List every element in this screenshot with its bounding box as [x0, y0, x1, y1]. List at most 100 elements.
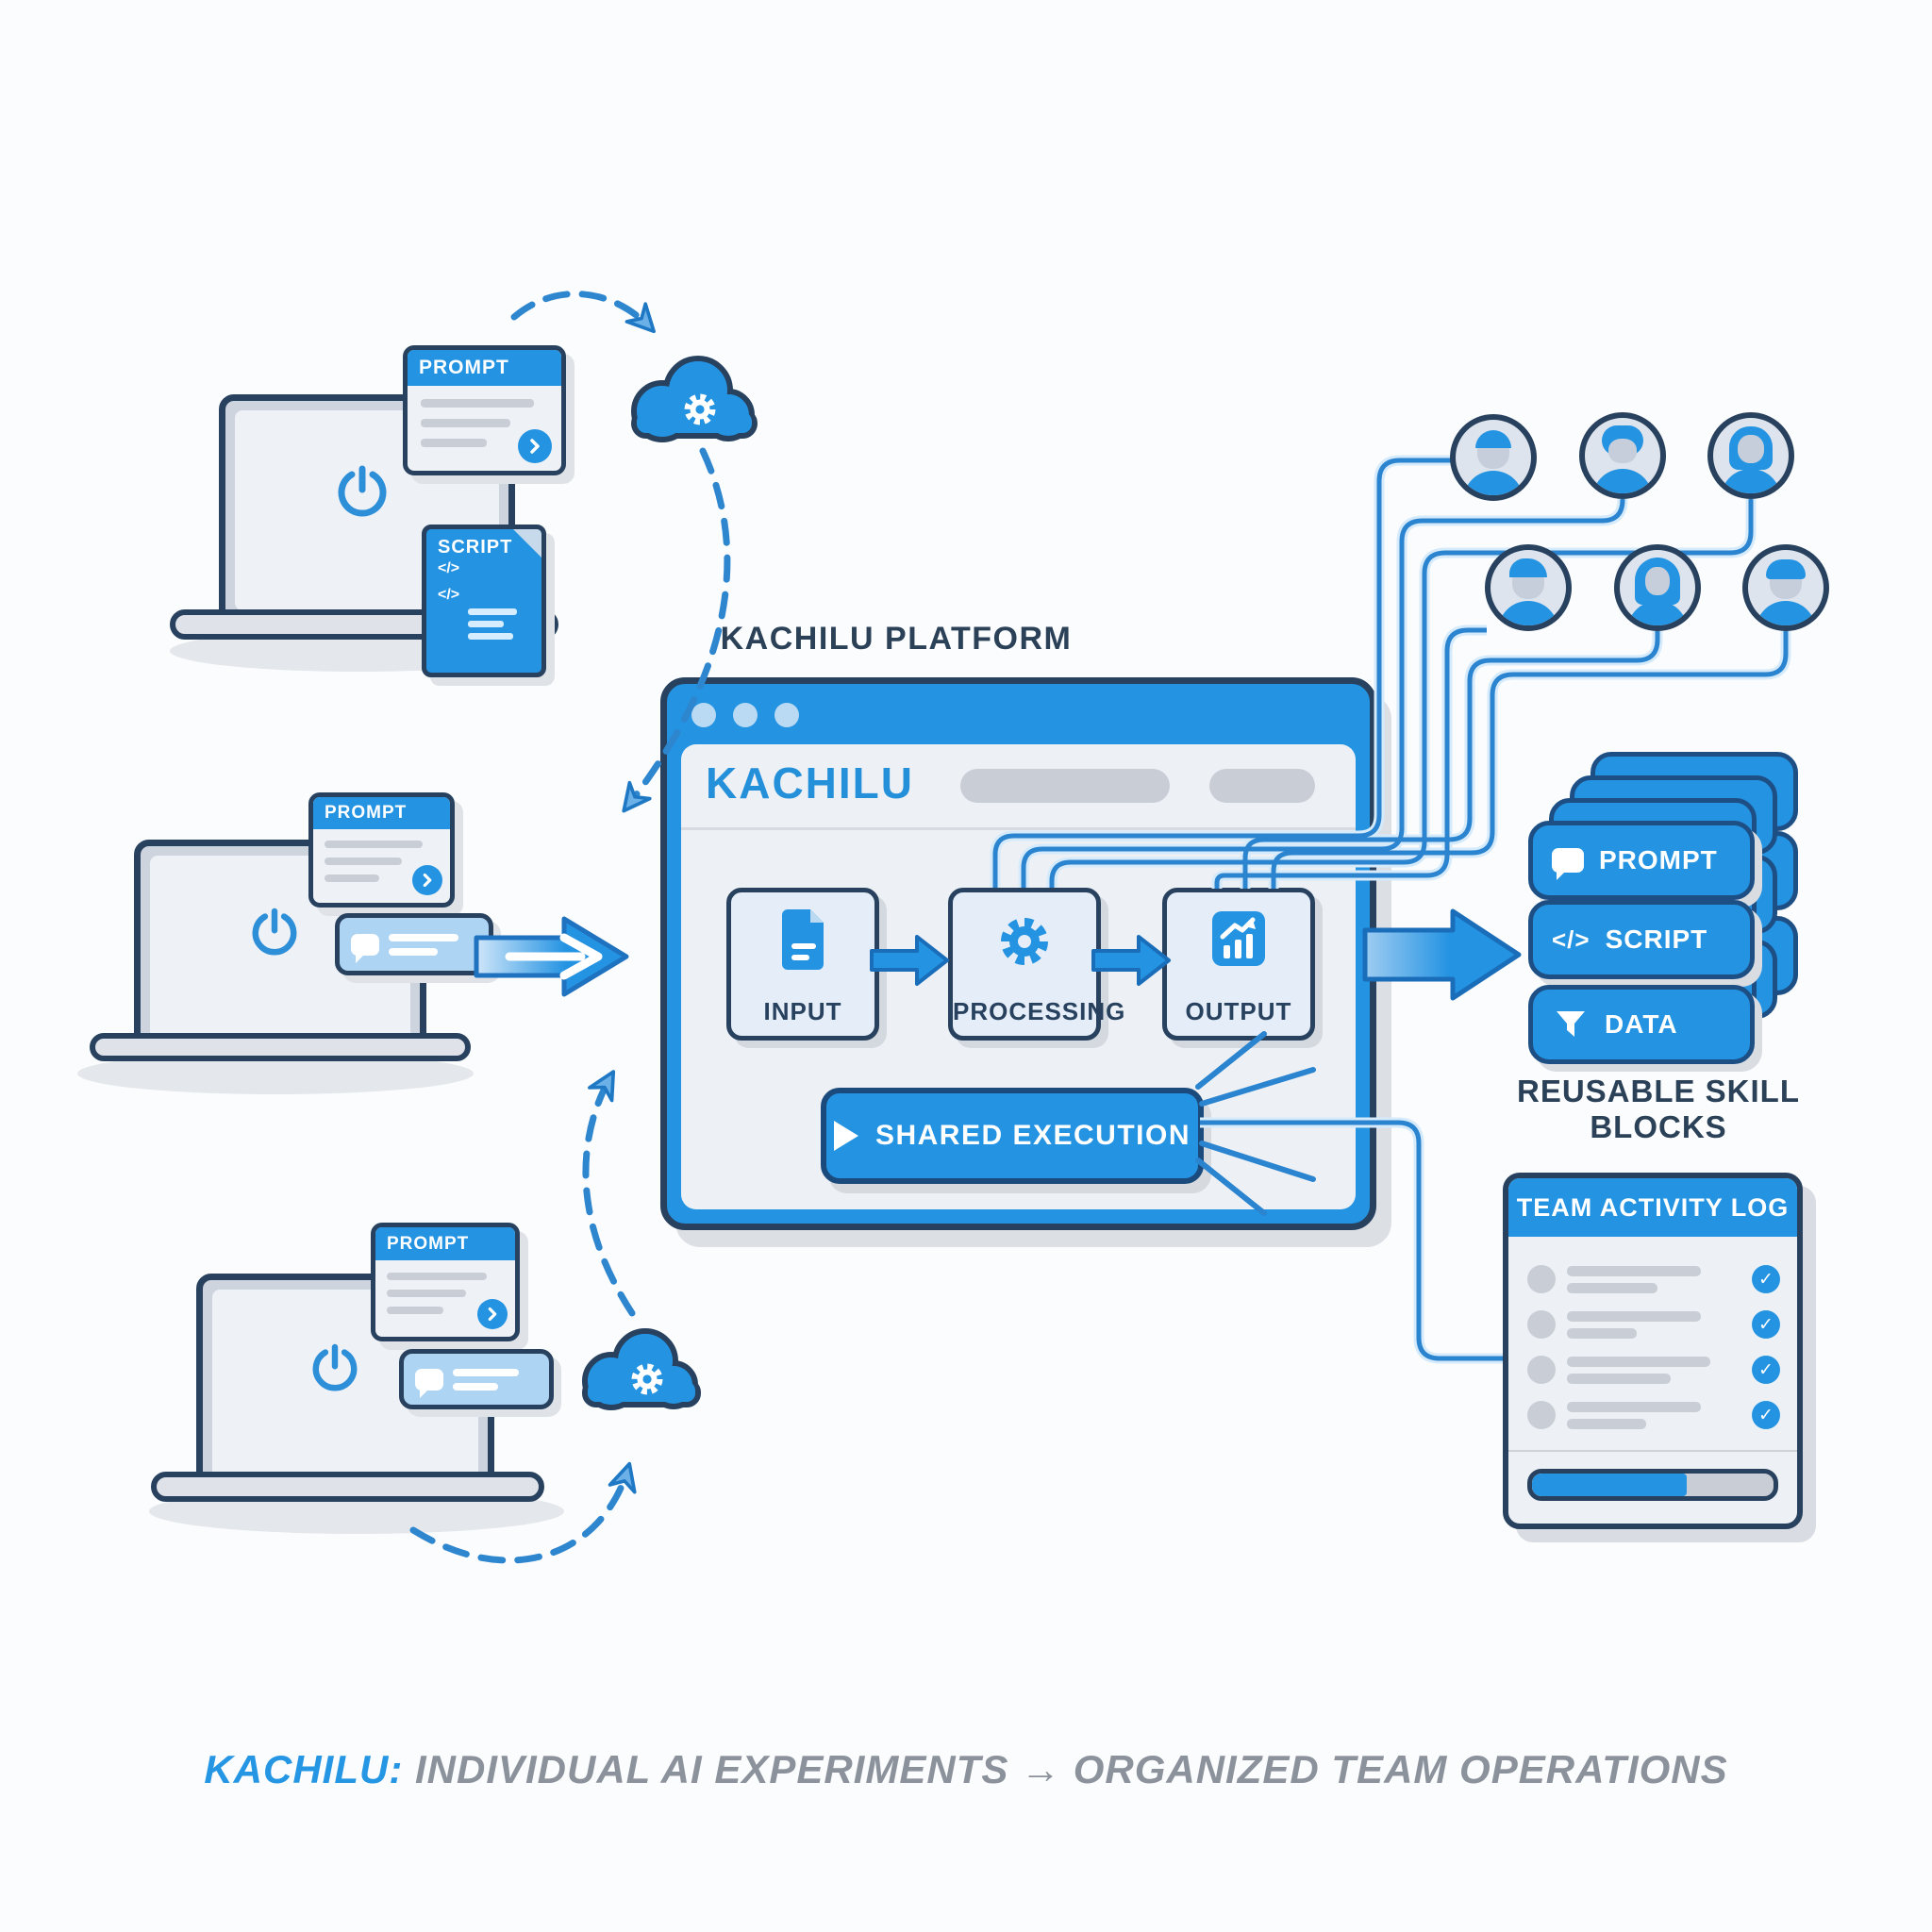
divider — [681, 827, 1356, 830]
user-avatar — [1707, 412, 1794, 499]
text-line — [453, 1368, 519, 1376]
chevron-right-icon[interactable] — [518, 429, 552, 463]
avatar-face — [1738, 435, 1764, 463]
text-line — [387, 1273, 487, 1280]
window-dot[interactable] — [733, 703, 758, 727]
page-title: KACHILU PLATFORM — [720, 621, 1073, 657]
code-icon: </> — [438, 560, 460, 576]
tagline: KACHILU: INDIVIDUAL AI EXPERIMENTS → ORG… — [0, 1747, 1932, 1792]
text-line — [1567, 1418, 1646, 1429]
avatar-hair — [1475, 430, 1511, 448]
text-line — [1567, 1310, 1701, 1322]
avatar-shoulders — [1721, 469, 1781, 493]
prompt-card-title: PROMPT — [375, 1227, 515, 1260]
user-dot-icon — [1527, 1401, 1556, 1429]
prompt-card-1: PROMPT — [403, 345, 566, 475]
chat-message-card — [399, 1349, 554, 1409]
skill-blocks-stack: PROMPT </> SCRIPT DATA — [1507, 751, 1819, 1128]
text-line — [325, 841, 423, 848]
box-label: PROCESSING — [953, 997, 1126, 1025]
skill-block-data[interactable]: DATA — [1528, 985, 1755, 1064]
skill-blocks-caption: REUSABLE SKILL BLOCKS — [1516, 1074, 1800, 1144]
text-line — [453, 1382, 498, 1391]
skill-block-prompt[interactable]: PROMPT — [1528, 821, 1755, 900]
text-line — [421, 419, 510, 427]
chart-icon — [1212, 911, 1265, 966]
window-controls[interactable] — [691, 703, 799, 727]
run-button-label: SHARED EXECUTION — [874, 1120, 1191, 1151]
user-avatar — [1614, 544, 1701, 631]
user-dot-icon — [1527, 1265, 1556, 1293]
laptop-base — [151, 1472, 544, 1502]
avatar-hair — [1509, 558, 1547, 577]
avatar-shoulders — [1498, 601, 1558, 625]
user-avatar — [1485, 544, 1572, 631]
input-box: INPUT — [726, 888, 879, 1041]
processing-box: PROCESSING — [948, 888, 1126, 1041]
user-avatar — [1579, 412, 1666, 499]
team-activity-log: TEAM ACTIVITY LOG ✓ ✓ ✓ ✓ — [1503, 1173, 1803, 1529]
code-icon: </> — [1552, 924, 1591, 954]
avatar-shoulders — [1756, 601, 1816, 625]
speech-bubble-icon — [415, 1368, 443, 1398]
power-icon — [252, 908, 297, 956]
script-title: SCRIPT — [438, 537, 513, 558]
text-line — [325, 874, 379, 882]
log-row: ✓ — [1527, 1354, 1780, 1386]
log-row: ✓ — [1527, 1308, 1780, 1341]
speech-bubble-icon — [1552, 848, 1584, 880]
text-line — [1567, 1373, 1671, 1384]
laptop-base — [90, 1033, 471, 1061]
log-row: ✓ — [1527, 1399, 1780, 1431]
user-avatar — [1450, 414, 1537, 501]
window-content: KACHILU INPUT PROCESSING — [681, 744, 1356, 1209]
check-icon: ✓ — [1752, 1265, 1780, 1293]
code-line — [468, 621, 504, 627]
toolbar-placeholder — [1209, 769, 1315, 803]
cloud-sync-icon — [582, 1328, 701, 1410]
text-line — [421, 439, 487, 447]
avatar-shoulders — [1463, 471, 1524, 495]
avatar-shoulders — [1592, 469, 1653, 493]
chat-message-card — [335, 913, 493, 975]
check-icon: ✓ — [1752, 1401, 1780, 1429]
avatar-face — [1608, 439, 1637, 463]
window-dot[interactable] — [691, 703, 716, 727]
toolbar-placeholder — [960, 769, 1170, 803]
tagline-brand: KACHILU: — [204, 1747, 404, 1791]
play-icon — [833, 1121, 858, 1151]
progress-fill — [1532, 1474, 1687, 1496]
chevron-right-icon[interactable] — [412, 865, 442, 895]
flow-arrow-icon — [870, 935, 949, 986]
brand-logo: KACHILU — [706, 758, 914, 808]
input-arrow-icon — [474, 916, 629, 997]
text-line — [1567, 1282, 1657, 1293]
user-dot-icon — [1527, 1356, 1556, 1384]
document-icon — [782, 909, 824, 970]
text-line — [421, 399, 534, 408]
text-line — [1567, 1356, 1710, 1367]
divider — [1508, 1450, 1797, 1452]
kachilu-platform-window: KACHILU INPUT PROCESSING — [660, 677, 1376, 1230]
funnel-icon — [1557, 1011, 1585, 1037]
gear-icon — [1001, 918, 1048, 965]
log-title: TEAM ACTIVITY LOG — [1508, 1178, 1797, 1237]
skill-block-script[interactable]: </> SCRIPT — [1528, 900, 1755, 979]
code-icon: </> — [438, 587, 460, 603]
text-line — [389, 947, 438, 956]
prompt-card-title: PROMPT — [408, 350, 561, 386]
skill-label: SCRIPT — [1605, 924, 1708, 954]
window-dot[interactable] — [774, 703, 799, 727]
prompt-card-3: PROMPT — [371, 1223, 520, 1341]
user-dot-icon — [1527, 1310, 1556, 1339]
progress-bar — [1527, 1469, 1778, 1501]
text-line — [325, 858, 402, 865]
chevron-right-icon[interactable] — [477, 1299, 508, 1329]
code-line — [468, 608, 517, 615]
shared-execution-button[interactable]: SHARED EXECUTION — [821, 1088, 1204, 1184]
text-line — [1567, 1265, 1701, 1276]
skill-label: DATA — [1605, 1009, 1678, 1039]
avatar-shoulders — [1627, 601, 1688, 625]
cloud-sync-icon — [631, 356, 758, 442]
